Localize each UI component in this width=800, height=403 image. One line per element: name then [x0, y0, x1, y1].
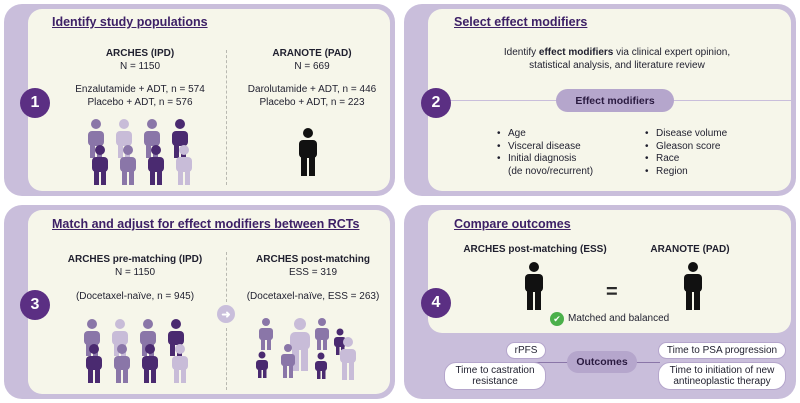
effect-modifiers-list-left: Age Visceral disease Initial diagnosis (… [497, 128, 593, 178]
panel-identify-populations [4, 4, 395, 196]
person-icon [172, 344, 188, 383]
list-item: Region [645, 166, 727, 179]
person-icon [259, 318, 273, 350]
step-1-badge: 1 [20, 88, 50, 118]
effect-modifiers-list-right: Disease volume Gleason score Race Region [645, 128, 727, 178]
panel-body [28, 9, 390, 191]
panel-3-title: Match and adjust for effect modifiers be… [52, 217, 360, 231]
outcomes-pill: Outcomes [567, 351, 637, 373]
person-icon [256, 351, 268, 378]
panel-3-divider-bottom [226, 328, 227, 390]
outcome-psa-progression: Time to PSA progression [658, 342, 786, 359]
person-icon [142, 344, 158, 383]
aranote-arm-placebo: Placebo + ADT, n = 223 [259, 97, 365, 108]
outcome-castration-resistance: Time to castration resistance [444, 362, 546, 390]
person-icon [525, 262, 543, 310]
matched-balanced-label: Matched and balanced [568, 313, 670, 324]
panel-3-divider-top [226, 252, 227, 302]
panel-4-title: Compare outcomes [454, 217, 571, 231]
list-item: Visceral disease [497, 141, 593, 154]
list-item: Disease volume [645, 128, 727, 141]
list-item: Initial diagnosis [497, 153, 593, 166]
list-item: Age [497, 128, 593, 141]
arches-pre-matching-n: N = 1150 [114, 267, 156, 278]
arches-population-icons [88, 119, 192, 185]
panel-1-divider [226, 50, 227, 185]
person-icon [315, 318, 329, 350]
arches-ipd-label: ARCHES (IPD) [105, 48, 175, 59]
effect-modifiers-pill: Effect modifiers [556, 89, 674, 112]
list-item: Gleason score [645, 141, 727, 154]
aranote-pad-label-4: ARANOTE (PAD) [650, 244, 730, 255]
arches-post-matching-ess-label: ARCHES post-matching (ESS) [463, 244, 607, 255]
person-icon [299, 128, 317, 176]
aranote-arm-darolutamide: Darolutamide + ADT, n = 446 [247, 84, 377, 95]
arches-post-matching-icons [256, 318, 356, 380]
equals-sign: = [606, 281, 618, 303]
person-icon [120, 145, 136, 185]
list-item: Race [645, 153, 727, 166]
aranote-person-icon [299, 128, 317, 176]
person-icon [92, 145, 108, 185]
aranote-n: N = 669 [294, 61, 330, 72]
person-icon [290, 318, 310, 371]
outcome-new-therapy: Time to initiation of new antineoplastic… [658, 362, 786, 390]
arches-pre-matching-icons [84, 319, 188, 383]
arches-ess-person-icon [525, 262, 543, 310]
person-icon [281, 344, 295, 378]
person-icon [86, 344, 102, 383]
arches-pre-matching-docetaxel: (Docetaxel-naïve, n = 945) [75, 291, 195, 302]
step-3-badge: 3 [20, 290, 50, 320]
step-2-badge: 2 [421, 88, 451, 118]
arches-pre-matching-label: ARCHES pre-matching (IPD) [67, 254, 203, 265]
effect-modifiers-description-line2: statistical analysis, and literature rev… [529, 60, 705, 71]
aranote-person-icon-4 [684, 262, 702, 310]
arches-post-matching-ess: ESS = 319 [288, 267, 338, 278]
arches-post-matching-docetaxel: (Docetaxel-naïve, ESS = 263) [246, 291, 380, 302]
arches-post-matching-label: ARCHES post-matching [256, 254, 370, 265]
panel-2-title: Select effect modifiers [454, 15, 588, 29]
person-icon [148, 145, 164, 185]
arrow-right-icon: ➜ [217, 305, 235, 323]
outcome-rpfs: rPFS [506, 342, 546, 359]
arches-n: N = 1150 [119, 61, 161, 72]
check-icon: ✔ [550, 312, 564, 326]
panel-1-title: Identify study populations [52, 15, 208, 29]
list-item: (de novo/recurrent) [508, 165, 594, 177]
person-icon [315, 352, 327, 379]
arches-arm-placebo: Placebo + ADT, n = 576 [87, 97, 193, 108]
person-icon [684, 262, 702, 310]
person-icon [114, 344, 130, 383]
panel-body [428, 210, 791, 333]
panel-match-adjust [4, 205, 395, 399]
person-icon [176, 145, 192, 185]
effect-modifiers-description: Identify effect modifiers via clinical e… [503, 47, 731, 58]
person-icon [340, 337, 356, 380]
arches-arm-enzalutamide: Enzalutamide + ADT, n = 574 [75, 84, 205, 95]
person-icon [140, 319, 156, 356]
step-4-badge: 4 [421, 288, 451, 318]
aranote-pad-label: ARANOTE (PAD) [272, 48, 352, 59]
